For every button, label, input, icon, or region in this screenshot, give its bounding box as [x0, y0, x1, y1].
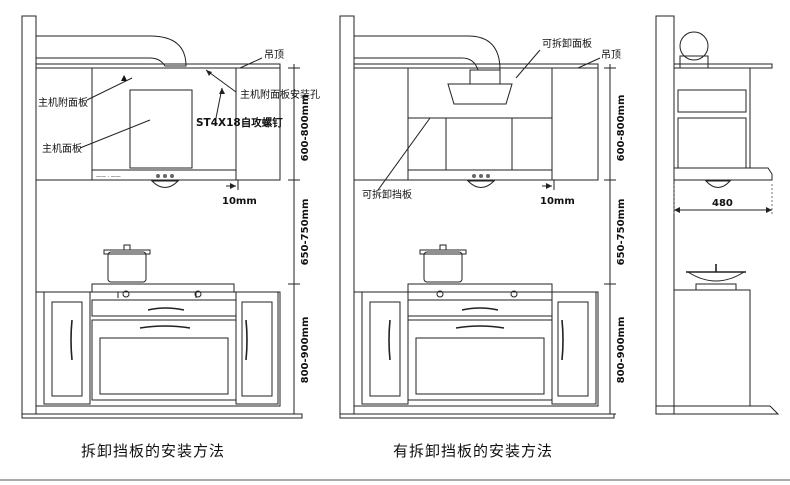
- left-dim-upper: 600-800mm: [300, 95, 311, 162]
- svg-text:—— · ——: —— · ——: [96, 174, 121, 180]
- right-duct: [679, 31, 709, 61]
- left-main-panel-label: 主机面板: [42, 142, 82, 155]
- removable-baffle-label: 可拆卸挡板: [362, 188, 412, 201]
- left-oven: [91, 319, 237, 401]
- middle-dim-lower: 800-900mm: [616, 317, 627, 384]
- middle-duct: [353, 35, 501, 71]
- middle-wall: [339, 15, 355, 415]
- left-side-panel-label: 主机附面板: [38, 96, 88, 109]
- middle-hood-light: [466, 180, 496, 188]
- right-wok: [686, 271, 746, 282]
- knob-icon: [479, 174, 483, 178]
- left-pot: [107, 251, 147, 283]
- removable-panel-label: 可拆卸面板: [542, 37, 592, 50]
- left-dim-middle: 650-750mm: [300, 199, 311, 266]
- left-hood-base: [91, 169, 237, 181]
- left-lower-cabinet: [35, 291, 281, 407]
- middle-pot: [423, 251, 463, 283]
- middle-hood-body: [407, 117, 553, 171]
- middle-cabinet-left: [353, 67, 409, 181]
- left-caption: 拆卸挡板的安装方法: [81, 442, 225, 460]
- middle-hood-base: [407, 169, 553, 181]
- right-hood-base: [673, 167, 773, 181]
- middle-cooktop: [407, 283, 553, 293]
- left-duct: [35, 35, 187, 67]
- left-gap-label: 10mm: [222, 196, 257, 207]
- left-main-panel: [129, 89, 193, 169]
- side-panel-hole-label: 主机附面板安装孔: [240, 88, 320, 101]
- middle-caption: 有拆卸挡板的安装方法: [393, 442, 553, 460]
- left-dimensions: 600-800mm 650-750mm 800-900mm: [288, 64, 311, 415]
- middle-oven: [407, 319, 553, 401]
- knob-icon: [486, 174, 490, 178]
- knob-icon: [472, 174, 476, 178]
- middle-ceiling-label: 吊顶: [601, 49, 621, 61]
- left-wall: [21, 15, 37, 415]
- right-wall: [655, 15, 675, 415]
- left-cooktop: [91, 283, 235, 293]
- middle-removable-panel: [407, 67, 553, 119]
- knob-icon: [170, 174, 174, 178]
- knob-icon: [156, 174, 160, 178]
- middle-dimensions: 600-800mm 650-750mm 800-900mm: [604, 64, 627, 415]
- right-lower-cabinet: [673, 289, 751, 407]
- middle-scene: 600-800mm 650-750mm 800-900mm 10mm 吊顶 可拆…: [339, 15, 627, 460]
- left-dim-lower: 800-900mm: [300, 317, 311, 384]
- right-hood-light: [704, 180, 732, 188]
- middle-dim-upper: 600-800mm: [616, 95, 627, 162]
- knob-icon: [163, 174, 167, 178]
- middle-lower-cabinet: [353, 291, 599, 407]
- right-scene: 480: [655, 15, 780, 415]
- middle-cabinet-right: [551, 67, 599, 181]
- left-hood-light: [150, 180, 180, 188]
- screw-label: ST4X18自攻螺钉: [196, 116, 283, 129]
- left-ceiling-label: 吊顶: [264, 49, 284, 61]
- left-cabinet-left: [35, 67, 93, 181]
- left-scene: —— · —— 600-800mm: [21, 15, 320, 460]
- middle-dim-middle: 650-750mm: [616, 199, 627, 266]
- width-label: 480: [712, 198, 733, 209]
- svg-text:▲: ▲: [121, 73, 128, 82]
- middle-gap-label: 10mm: [540, 196, 575, 207]
